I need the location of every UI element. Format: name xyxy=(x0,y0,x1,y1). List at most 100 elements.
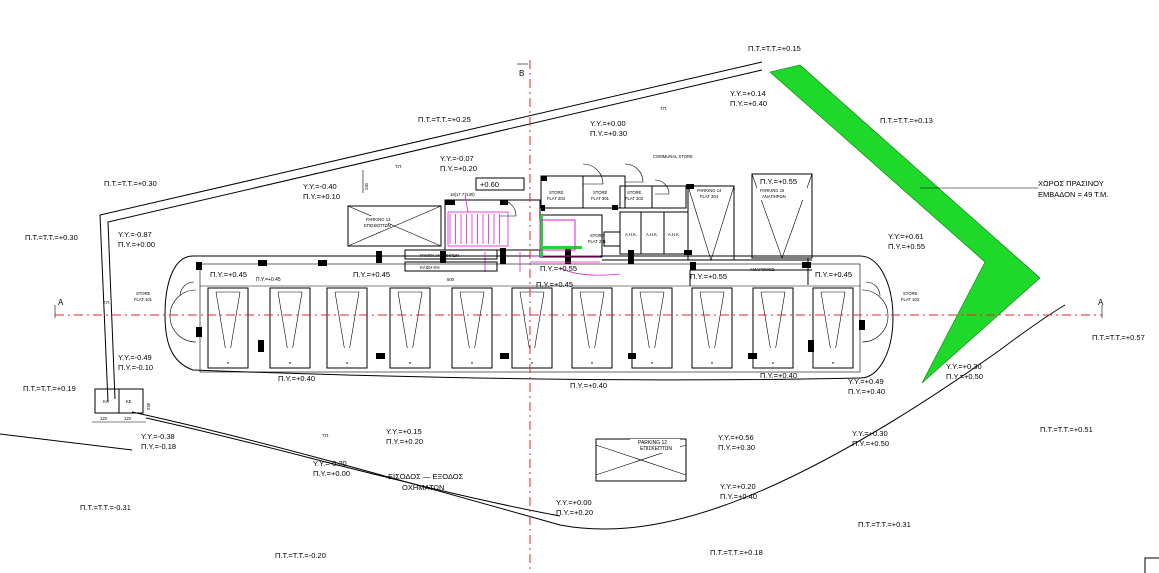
store-303-name: STORE xyxy=(627,190,642,195)
site-level-label: Π.Τ.=Τ.Τ.=+0.18 xyxy=(710,548,763,557)
level-lower: Π.Υ.=+0.50 xyxy=(852,439,889,448)
site-level-label: Π.Τ.=Τ.Τ.=-0.31 xyxy=(80,503,131,512)
store-203-name: STORE xyxy=(549,190,564,195)
parking-bay-arrow xyxy=(277,291,303,365)
parking-bay-10 xyxy=(752,287,794,369)
green-area-size: ΕΜΒΑΔΟΝ = 49 Τ.Μ. xyxy=(1038,190,1108,199)
plot-boundary xyxy=(0,61,1066,530)
parking-14-name: PARKING 14 xyxy=(697,188,722,193)
level-upper: Υ.Υ.=+0.49 xyxy=(848,377,884,386)
level-upper: Υ.Υ.=-0.40 xyxy=(303,182,337,191)
ramp-length: 500 xyxy=(447,277,455,282)
parking-bay-arrow xyxy=(699,291,725,365)
level-box-value: +0.60 xyxy=(480,180,499,189)
parking-bay-arrow xyxy=(760,291,786,365)
level-lower: Π.Υ.=+0.50 xyxy=(946,372,983,381)
level-lower: Π.Υ.=+0.10 xyxy=(303,192,340,201)
site-level-label: Π.Τ.=Τ.Τ.=+0.25 xyxy=(418,115,471,124)
core-block xyxy=(179,163,881,297)
communal-store-label: COMMUNAL STORE xyxy=(653,154,693,159)
level-upper: Υ.Υ.=+0.61 xyxy=(888,232,924,241)
level-lower: Π.Υ.=+0.00 xyxy=(118,240,155,249)
ramp-label: ΡΑΜΠΑ ΑΝΑΠΗΡΩΝ xyxy=(420,253,459,258)
maneuver-label: ΑΜΑΡΟΜΟΣ xyxy=(750,267,775,272)
section-a-marker-right: A xyxy=(1098,298,1104,307)
parking-bay-arrow xyxy=(519,291,545,365)
ank-label: Α.Η.Κ. xyxy=(625,232,637,237)
store-201-name: STORE xyxy=(590,233,605,238)
section-a-marker-left: A xyxy=(58,298,64,307)
tp-mark: Τ.Π. xyxy=(103,300,110,305)
entrance-line2: ΟΧΗΜΑΤΩΝ xyxy=(402,483,444,492)
parking-13-name: PARKING 13 xyxy=(366,217,391,222)
ank-label: Α.Η.Κ. xyxy=(646,232,658,237)
level-upper: Υ.Υ.=-0.38 xyxy=(141,432,175,441)
parking-bay-2 xyxy=(269,287,311,369)
store-101-name: STORE xyxy=(136,291,151,296)
level-upper: Υ.Υ.=+0.00 xyxy=(590,119,626,128)
section-b-marker: B xyxy=(519,69,524,78)
level-lower: Π.Υ.=-0.18 xyxy=(141,442,176,451)
frame-corner xyxy=(1144,557,1159,573)
floor-level: Π.Υ.=+0.55 xyxy=(540,264,577,273)
store-301-flat: FLAT 301 xyxy=(591,196,610,201)
parking-bay-7 xyxy=(571,287,613,369)
store-201-flat: FLAT 201 xyxy=(588,239,607,244)
parking-bay-arrow xyxy=(459,291,485,365)
level-upper: Υ.Υ.=-0.20 xyxy=(313,459,347,468)
floor-level: Π.Υ.=+0.45 xyxy=(815,270,852,279)
store-101-flat: FLAT 101 xyxy=(134,297,153,302)
level-lower: Π.Υ.=+0.40 xyxy=(730,99,767,108)
parking-row: FLAT 101PARKING 1FLAT 102PARKING 2FLAT 1… xyxy=(207,287,854,369)
ank-label: Α.Η.Κ. xyxy=(668,232,680,237)
parking-bay-1 xyxy=(207,287,249,369)
parking-12: PARKING 12 ΕΠΙΣΚΕΠΤΩΝ xyxy=(595,438,687,482)
utility-boxes: ΚΑ ΚΕ 120 120 238 230 xyxy=(92,170,369,423)
level-lower: Π.Υ.=+0.20 xyxy=(386,437,423,446)
site-level-label: Π.Τ.=Τ.Τ.=+0.51 xyxy=(1040,425,1093,434)
parking-bay-5 xyxy=(451,287,493,369)
level-upper: Υ.Υ.=+0.20 xyxy=(720,482,756,491)
box-ka: ΚΑ xyxy=(103,399,109,404)
store-103-flat: FLAT 103 xyxy=(901,297,920,302)
box-dim-3: 238 xyxy=(146,402,151,410)
box-dim-2: 120 xyxy=(124,416,132,421)
level-upper: Υ.Υ.=+0.30 xyxy=(852,429,888,438)
floor-level: Π.Υ.=+0.45 xyxy=(210,270,247,279)
floor-level-minor: Π.Υ.=+0.45 xyxy=(256,277,281,283)
level-lower: Π.Υ.=-0.10 xyxy=(118,363,153,372)
level-lower: Π.Υ.=+0.20 xyxy=(440,164,477,173)
box-ke: ΚΕ xyxy=(126,399,132,404)
box-dim-1: 120 xyxy=(100,416,108,421)
floor-level: Π.Υ.=+0.55 xyxy=(690,272,727,281)
parking-bay-3 xyxy=(326,287,368,369)
tp-mark: Τ.Π. xyxy=(322,433,329,438)
level-lower: Π.Υ.=+0.20 xyxy=(556,508,593,517)
level-lower: Π.Υ.=+0.40 xyxy=(848,387,885,396)
site-level-label: Π.Τ.=Τ.Τ.=+0.31 xyxy=(858,520,911,529)
floor-level: Π.Υ.=+0.55 xyxy=(760,177,797,186)
parking-bay-6 xyxy=(511,287,553,369)
level-lower: Π.Υ.=+0.30 xyxy=(718,443,755,452)
floor-level: Π.Υ.=+0.40 xyxy=(278,374,315,383)
site-level-label: Π.Τ.=Τ.Τ.=+0.30 xyxy=(25,233,78,242)
parking-bay-8 xyxy=(631,287,673,369)
parking-bay-arrow xyxy=(579,291,605,365)
green-area-polygon xyxy=(769,64,1041,384)
parking-12-name: PARKING 12 xyxy=(638,440,667,446)
store-303-flat: FLAT 303 xyxy=(625,196,644,201)
site-level-label: Π.Τ.=Τ.Τ.=+0.57 xyxy=(1092,333,1145,342)
green-area-title: ΧΩΡΟΣ ΠΡΑΣΙΝΟΥ xyxy=(1038,179,1104,188)
level-upper: Υ.Υ.=+0.00 xyxy=(556,498,592,507)
parking-bay-arrow xyxy=(334,291,360,365)
parking-bay-arrow xyxy=(215,291,241,365)
parking-13-sub: ΕΠΙΣΚΕΠΤΩΝ xyxy=(364,223,391,228)
site-level-label: Π.Τ.=Τ.Τ.=+0.15 xyxy=(748,44,801,53)
site-level-label: Π.Τ.=Τ.Τ.=-0.20 xyxy=(275,551,326,560)
box-dim-4: 230 xyxy=(364,182,369,190)
floor-level: Π.Υ.=+0.45 xyxy=(536,280,573,289)
parking-bay-arrow xyxy=(639,291,665,365)
floor-level: Π.Υ.=+0.45 xyxy=(353,270,390,279)
